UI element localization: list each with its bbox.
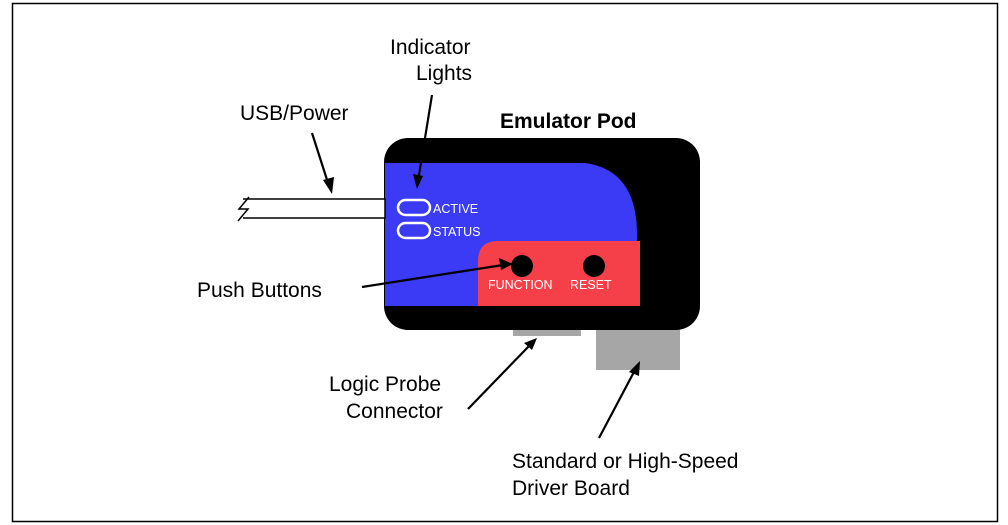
usb-power-arrow	[310, 132, 331, 187]
usb-power-arrowhead	[323, 177, 334, 194]
indicator-lights-label-line2: Lights	[416, 62, 472, 85]
indicator-lights-arrowhead	[413, 174, 423, 189]
red-panel	[478, 241, 640, 306]
usb-power-label: USB/Power	[240, 102, 349, 125]
driver-board-label-line2: Driver Board	[512, 477, 630, 500]
driver-board-label-line1: Standard or High-Speed	[512, 450, 738, 473]
logic-probe-arrowhead	[524, 338, 537, 350]
status-label: STATUS	[433, 225, 480, 239]
push-buttons-arrowhead	[499, 258, 513, 270]
indicator-lights-label-line1: Indicator	[390, 36, 471, 59]
cable-break-mark	[237, 196, 250, 222]
logic-probe-label-line1: Logic Probe	[329, 373, 441, 396]
driver-board-arrow	[598, 369, 636, 439]
indicator-lights-arrow	[416, 94, 434, 182]
driver-board-arrowhead	[629, 361, 640, 376]
status-light	[396, 221, 432, 240]
function-label: FUNCTION	[488, 278, 553, 292]
push-buttons-arrow	[361, 263, 504, 289]
active-label: ACTIVE	[433, 202, 478, 216]
active-light	[396, 198, 432, 217]
reset-label: RESET	[570, 278, 612, 292]
emulator-pod-title: Emulator Pod	[500, 110, 637, 133]
push-buttons-label: Push Buttons	[197, 279, 322, 302]
usb-cable	[243, 198, 386, 219]
function-button	[511, 255, 533, 277]
logic-probe-arrow	[467, 344, 531, 410]
logic-probe-label-line2: Connector	[346, 400, 443, 423]
reset-button	[583, 255, 605, 277]
